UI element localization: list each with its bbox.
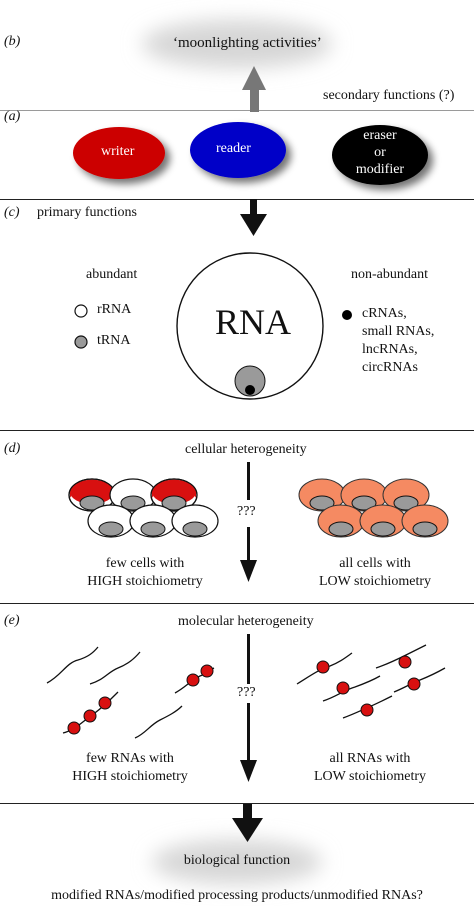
molecular-question-marks: ??? xyxy=(237,685,256,701)
up-arrow-shaft xyxy=(250,88,259,112)
rnas-low-caption-1: all RNAs with xyxy=(329,751,411,766)
cells-low-caption-2: LOW stoichiometry xyxy=(318,574,432,589)
panel-label-e: (e) xyxy=(4,613,20,628)
down-arrow-2-shaft-top xyxy=(247,462,250,500)
bottom-caption: modified RNAs/modified processing produc… xyxy=(51,888,423,903)
reader-ellipse xyxy=(190,122,286,178)
rnas-high-caption-1: few RNAs with xyxy=(86,751,174,766)
cells-high-caption-1: few cells with xyxy=(105,556,185,571)
rna-label: RNA xyxy=(215,302,292,342)
rnas-high-caption-2: HIGH stoichiometry xyxy=(72,769,188,784)
biological-function-title: biological function xyxy=(183,853,291,868)
primary-functions-title: primary functions xyxy=(37,205,137,220)
reader-label: reader xyxy=(216,141,251,156)
nonabundant-item-4: circRNAs xyxy=(362,360,418,375)
panel-label-a: (a) xyxy=(4,109,21,124)
rna-grey-dot xyxy=(234,365,266,397)
cells-high-group xyxy=(68,478,219,538)
down-arrow-2-head xyxy=(240,560,257,582)
down-arrow-1-shaft xyxy=(250,199,257,217)
divider-molecular xyxy=(0,603,474,604)
divider-cellular xyxy=(0,430,474,431)
down-arrow-2-shaft-bottom xyxy=(247,527,250,563)
non-abundant-label: non-abundant xyxy=(351,267,428,282)
down-arrow-1-head xyxy=(240,214,267,236)
nonabundant-item-2: small RNAs, xyxy=(362,324,435,339)
down-arrow-4-shaft xyxy=(243,804,252,822)
down-arrow-3-head xyxy=(240,760,257,782)
abundant-label: abundant xyxy=(86,267,138,282)
nonabundant-item-1: cRNAs, xyxy=(362,306,407,321)
biological-halo xyxy=(152,840,322,884)
rnas-low-dots xyxy=(316,655,421,717)
moonlighting-title: ‘moonlighting activities’ xyxy=(173,35,322,51)
rna-circle xyxy=(176,252,324,400)
trna-dot xyxy=(74,335,88,349)
writer-ellipse xyxy=(73,127,165,179)
eraser-label-1: eraser xyxy=(363,128,397,143)
rrna-dot xyxy=(74,304,88,318)
cells-high-caption-2: HIGH stoichiometry xyxy=(87,574,203,589)
down-arrow-3-shaft-top xyxy=(247,634,250,684)
secondary-functions-note: secondary functions (?) xyxy=(323,88,455,103)
cells-low-group xyxy=(298,478,449,538)
rnas-low-caption-2: LOW stoichiometry xyxy=(313,769,427,784)
down-arrow-3-shaft-bottom xyxy=(247,703,250,763)
trna-label: tRNA xyxy=(97,333,131,348)
panel-label-c: (c) xyxy=(4,205,20,220)
divider-secondary xyxy=(0,110,474,111)
panel-label-b: (b) xyxy=(4,34,21,49)
cellular-heterogeneity-title: cellular heterogeneity xyxy=(185,442,307,457)
eraser-label-2: or xyxy=(374,145,386,160)
nonabundant-item-3: lncRNAs, xyxy=(362,342,418,357)
writer-label: writer xyxy=(101,144,135,159)
moonlighting-halo xyxy=(142,20,332,68)
eraser-ellipse xyxy=(332,125,428,185)
divider-biological xyxy=(0,803,474,804)
eraser-label-3: modifier xyxy=(355,162,405,177)
rna-black-dot xyxy=(245,385,255,395)
molecular-heterogeneity-title: molecular heterogeneity xyxy=(178,614,314,629)
nonabundant-dot xyxy=(342,310,352,320)
rnas-high-dots xyxy=(67,664,214,735)
up-arrow-head xyxy=(242,66,266,90)
rrna-label: rRNA xyxy=(97,302,132,317)
divider-primary xyxy=(0,199,474,200)
panel-label-d: (d) xyxy=(4,441,21,456)
cells-low-caption-1: all cells with xyxy=(339,556,411,571)
down-arrow-4-head xyxy=(232,818,263,842)
cellular-question-marks: ??? xyxy=(237,504,256,520)
